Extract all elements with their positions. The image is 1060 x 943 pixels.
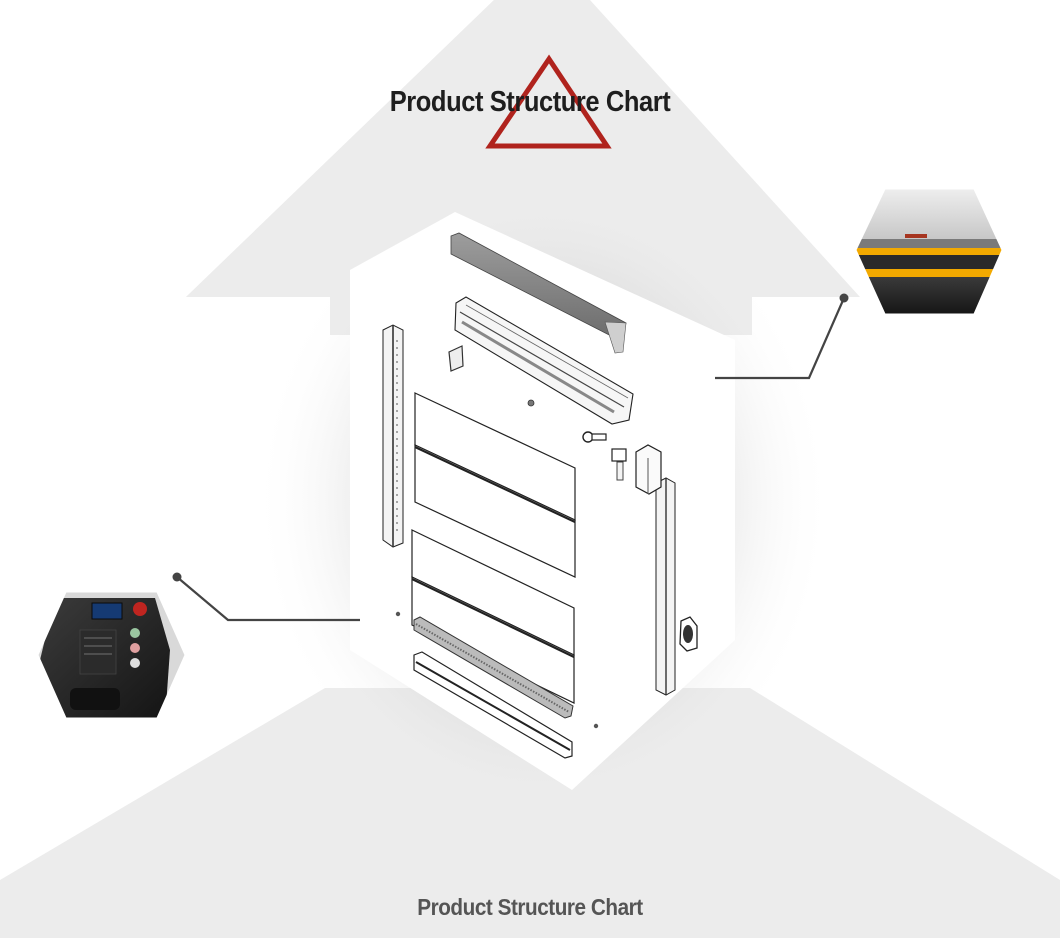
- part-screw: [527, 399, 535, 407]
- part-handle: [679, 616, 698, 652]
- part-rivet: [593, 723, 599, 729]
- top-edge-detail-frame: [855, 188, 1003, 315]
- leader-dot-top: [839, 293, 849, 303]
- part-bottom-rail: [413, 651, 573, 759]
- part-lock: [611, 448, 627, 481]
- part-left-post: [382, 324, 404, 548]
- part-top-rail: [454, 296, 634, 425]
- part-vent-mesh: [415, 623, 570, 713]
- part-lower-panels: [411, 529, 575, 704]
- top-edge-detail-photo: [856, 189, 1002, 314]
- title-accent-triangle: [485, 54, 612, 149]
- leader-dot-left: [172, 572, 182, 582]
- part-vent-strip: [413, 616, 574, 719]
- leader-line-top: [715, 297, 846, 380]
- page-title: Product Structure Chart: [389, 86, 671, 118]
- part-right-post: [655, 477, 676, 696]
- control-panel-detail-frame: [37, 591, 186, 719]
- leader-line-left: [176, 576, 360, 622]
- control-panel-detail-photo: [38, 592, 185, 718]
- part-small-bracket: [448, 345, 464, 372]
- part-top-cover-edge: [604, 321, 627, 354]
- part-upper-panels: [414, 392, 576, 578]
- part-hinge: [582, 431, 607, 443]
- part-rivet: [395, 611, 401, 617]
- part-switch-box: [635, 444, 662, 495]
- footer-caption: Product Structure Chart: [417, 894, 643, 920]
